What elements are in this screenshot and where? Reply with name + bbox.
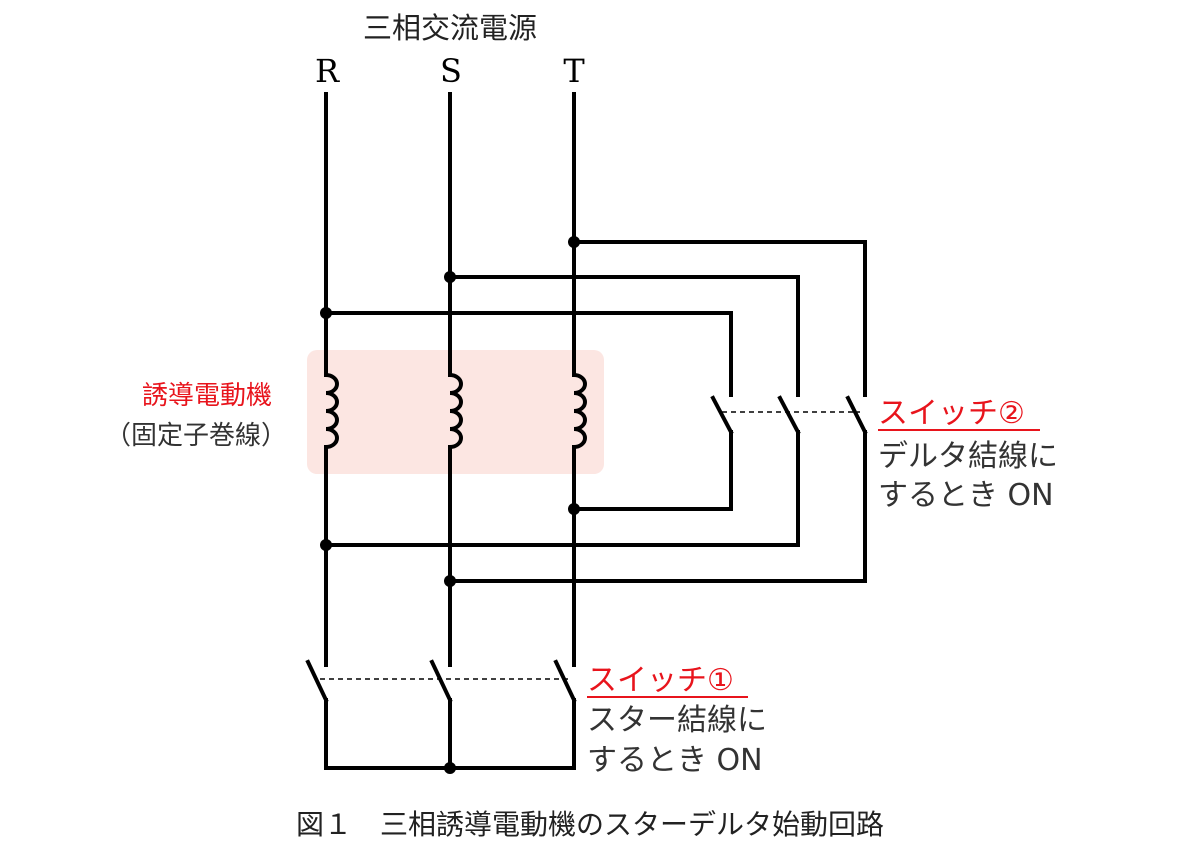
switch-2-label: スイッチ②: [878, 396, 1025, 431]
switch-1-desc-1: スター結線に: [587, 703, 767, 738]
switch-2-desc-2: するとき ON: [878, 478, 1054, 513]
switch-2: [710, 395, 868, 435]
wire-sw2-b-bottom: [324, 430, 800, 547]
switch-2-desc-1: デルタ結線に: [878, 439, 1058, 474]
switch-1-desc-2: するとき ON: [587, 743, 763, 778]
phase-label-r: R: [315, 52, 340, 90]
motor-sublabel: （固定子巻線）: [105, 421, 287, 451]
coil-r: [325, 373, 339, 449]
wire-s-top-branch: [448, 275, 800, 397]
wire-t-top-branch: [572, 240, 867, 397]
junction-dots: [320, 236, 580, 774]
figure-caption: 図１ 三相誘導電動機のスターデルタ始動回路: [296, 808, 884, 841]
wire-r-top-branch: [324, 311, 733, 397]
phase-label-t: T: [563, 52, 585, 90]
power-source-title: 三相交流電源: [363, 11, 537, 45]
coil-s: [449, 373, 463, 449]
coil-t: [573, 373, 587, 449]
phase-label-s: S: [440, 52, 462, 90]
switch-1: [305, 659, 577, 703]
switch-1-label: スイッチ①: [587, 663, 734, 698]
motor-label: 誘導電動機: [142, 381, 272, 411]
wire-sw2-a-bottom: [572, 430, 733, 511]
wire-sw2-c-bottom: [448, 430, 867, 583]
